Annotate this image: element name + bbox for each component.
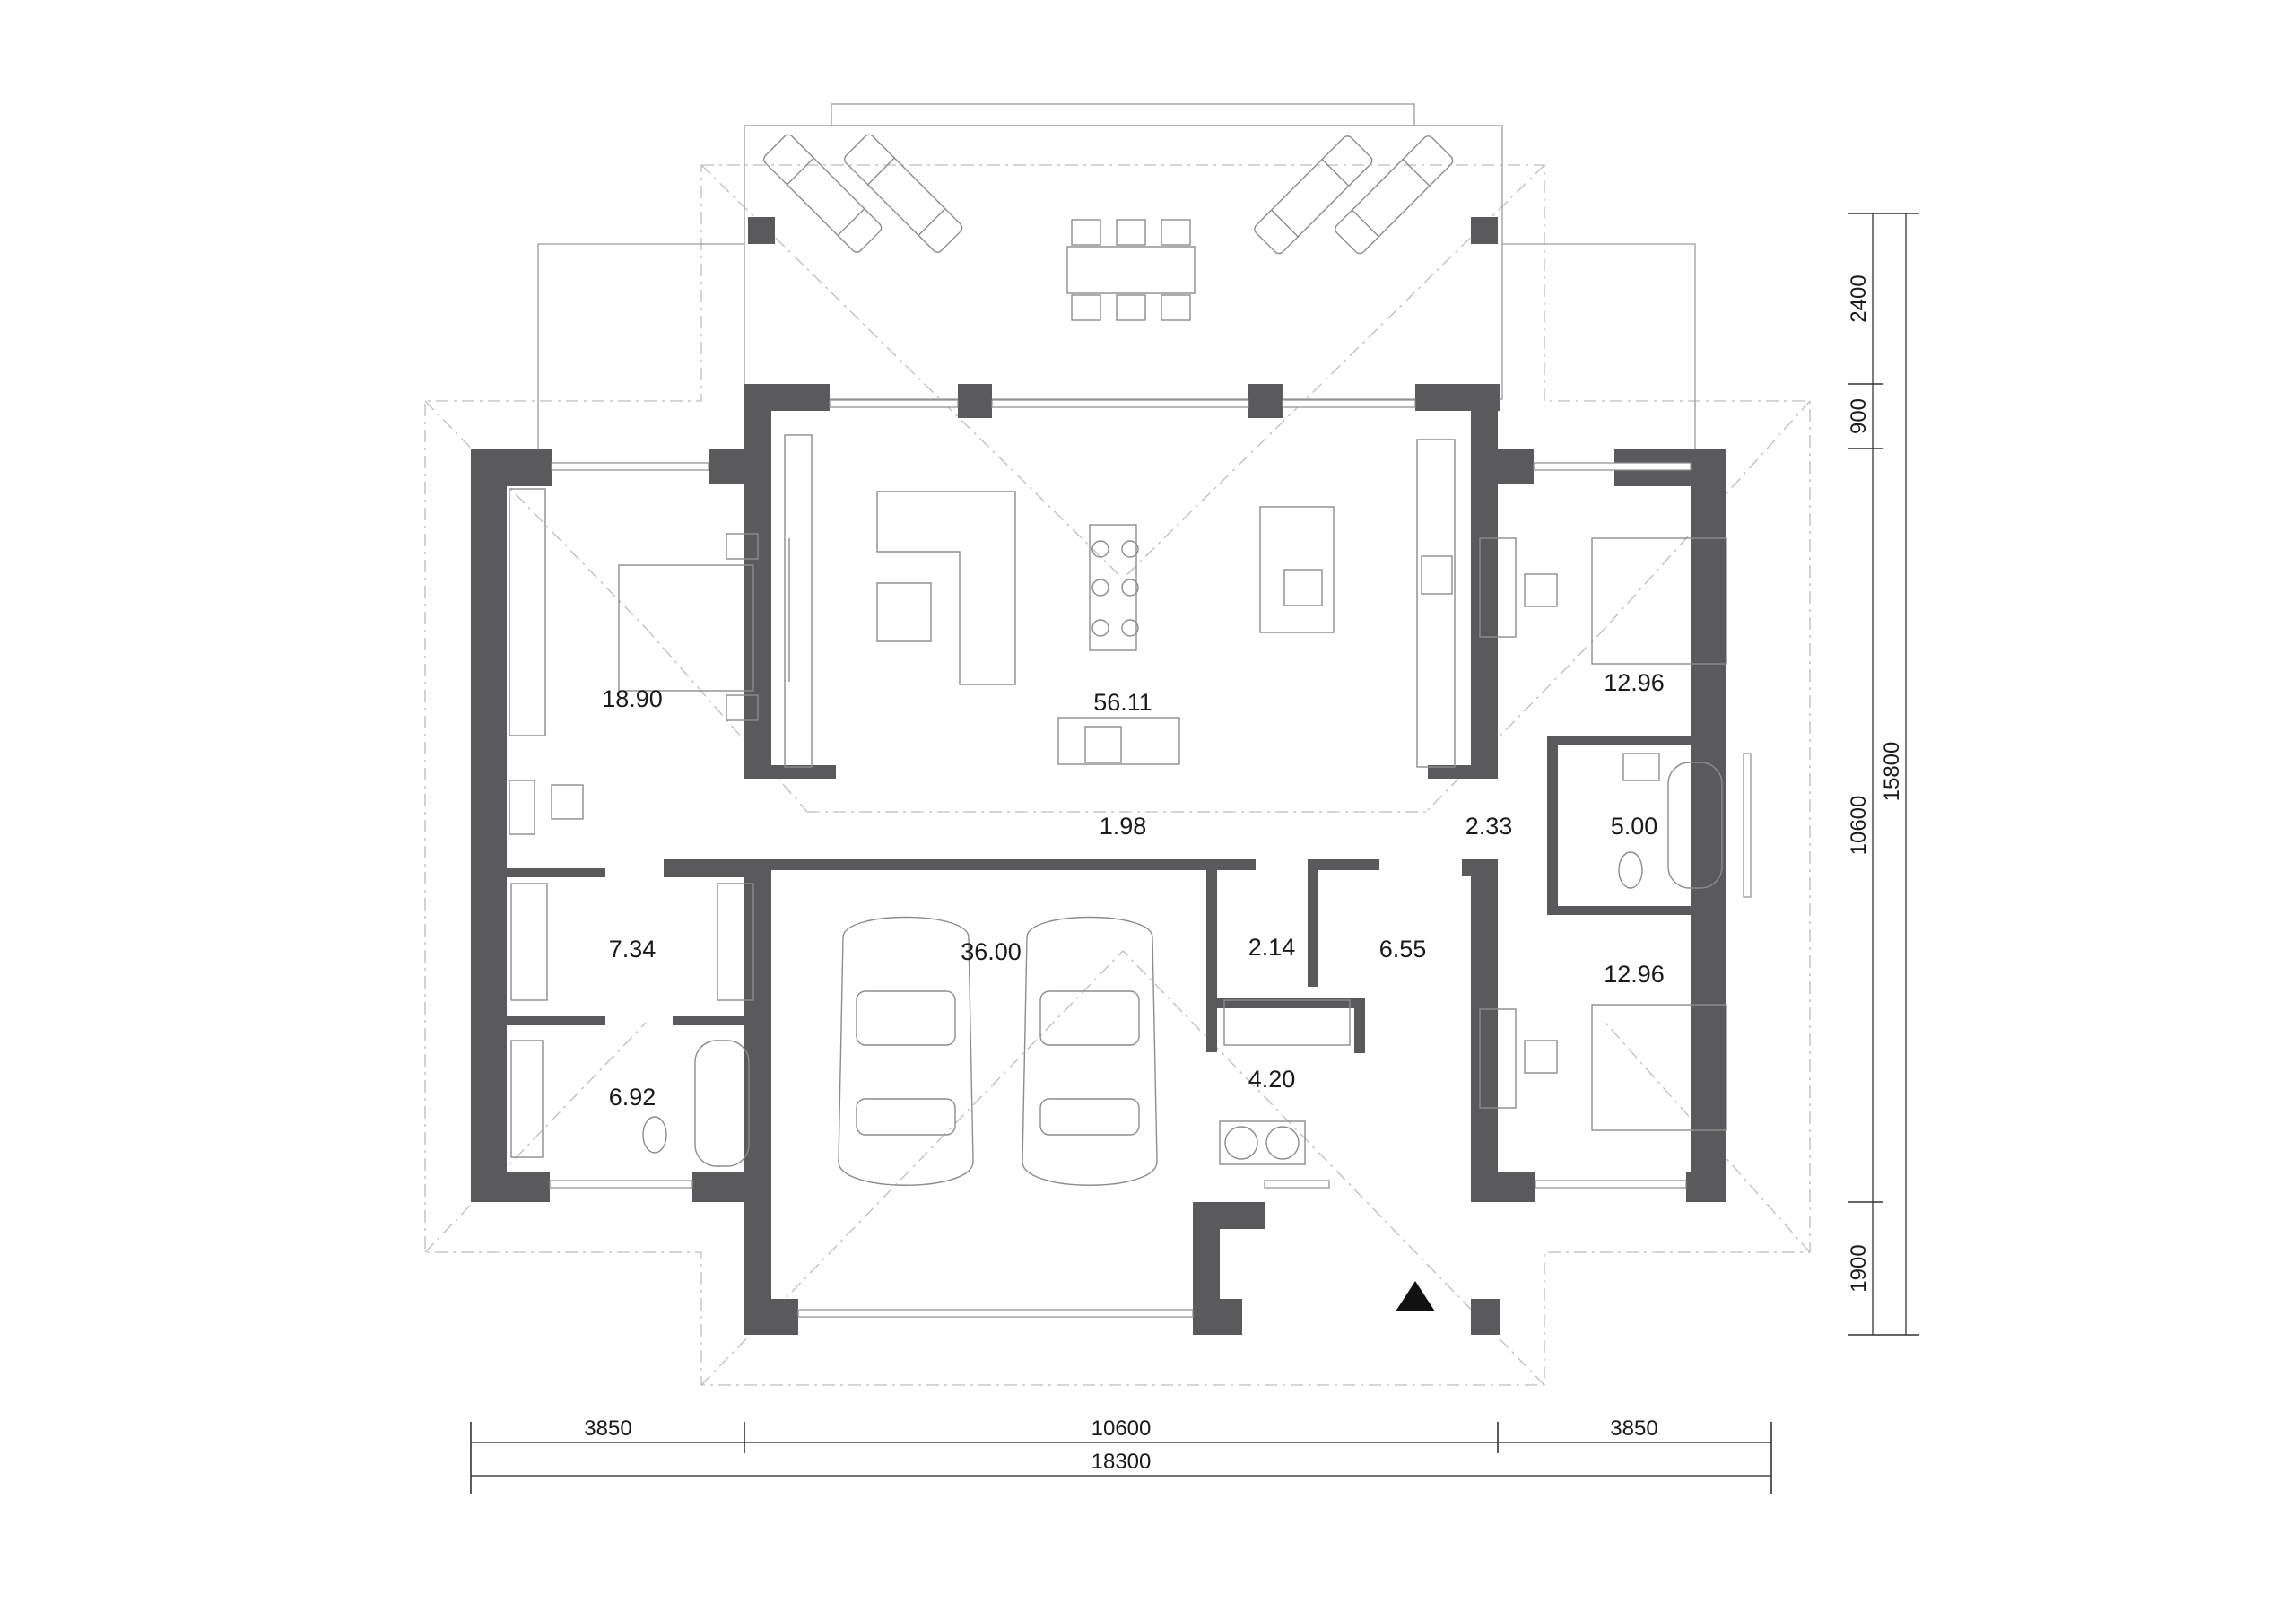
area-storage: 2.14 — [1248, 934, 1296, 961]
dim-bottom-total: 18300 — [1091, 1450, 1152, 1474]
walls — [471, 384, 1726, 1335]
area-utility: 6.55 — [1379, 936, 1427, 963]
area-entrance: 4.20 — [1248, 1066, 1296, 1093]
area-hall-right: 2.33 — [1465, 813, 1513, 840]
dim-right-front: 1900 — [1847, 1244, 1871, 1292]
terrace-dining-table — [1066, 219, 1196, 321]
bottom-dimensions: 3850 10600 3850 18300 — [470, 1416, 1772, 1494]
terrace — [537, 103, 1696, 449]
dim-bottom-left: 3850 — [584, 1416, 631, 1441]
area-bathroom-left: 6.92 — [609, 1084, 657, 1111]
area-bathroom-right: 5.00 — [1611, 813, 1658, 840]
entrance-arrow-icon — [1396, 1281, 1435, 1311]
area-living: 56.11 — [1093, 689, 1152, 716]
room-labels: 56.11 18.90 12.96 12.96 1.98 2.33 5.00 7… — [602, 669, 1665, 1111]
dim-right-terrace: 2400 — [1847, 274, 1871, 322]
dim-right-total: 15800 — [1880, 742, 1904, 802]
living-furniture — [784, 434, 1456, 768]
sun-loungers — [763, 134, 1454, 255]
dim-right-house: 10600 — [1847, 796, 1871, 856]
dim-bottom-middle: 10600 — [1091, 1416, 1152, 1441]
area-bedroom-right-bottom: 12.96 — [1604, 961, 1665, 988]
area-bedroom-right-top: 12.96 — [1604, 669, 1665, 696]
area-garage: 36.00 — [961, 938, 1022, 965]
bedroom-left-furniture — [509, 488, 759, 835]
cars — [838, 916, 1158, 1186]
right-dimensions: 2400 900 10600 1900 15800 — [1847, 213, 1919, 1336]
area-bedroom-left: 18.90 — [602, 685, 663, 712]
windows — [549, 399, 1752, 1318]
area-wardrobe: 7.34 — [609, 936, 657, 963]
roof-outline — [424, 164, 1811, 1386]
dim-bottom-right: 3850 — [1610, 1416, 1657, 1441]
area-hall: 1.98 — [1100, 813, 1147, 840]
dim-right-gap: 900 — [1847, 398, 1871, 434]
wardrobe-bath-left — [510, 883, 754, 1167]
bedroom-right-furniture — [1479, 537, 1727, 1131]
utility-furniture — [1219, 999, 1351, 1165]
